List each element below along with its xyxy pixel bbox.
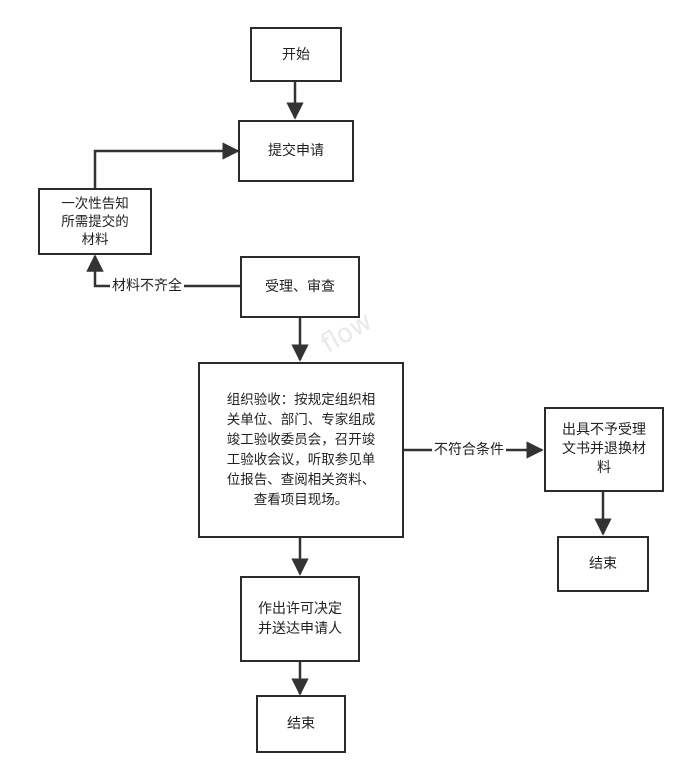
edge-inform-submit — [93, 142, 240, 188]
start-node: 开始 — [250, 27, 342, 82]
edge-accept-inform — [86, 254, 240, 288]
end-side-node: 结束 — [557, 536, 649, 592]
permit-decision-node: 作出许可决定 并送达申请人 — [240, 576, 360, 662]
accept-review-node: 受理、审查 — [240, 256, 360, 318]
end-main-node: 结束 — [256, 695, 346, 753]
edge-label-incomplete: 材料不齐全 — [110, 277, 184, 295]
submit-application-node: 提交申请 — [238, 120, 354, 182]
edge-label-not-qualified: 不符合条件 — [432, 441, 506, 459]
organize-acceptance-node: 组织验收：按规定组织相 关单位、部门、专家组成 竣工验收委员会，召开竣 工验收会… — [198, 362, 404, 538]
reject-document-node: 出具不予受理 文书并退换材 料 — [544, 407, 664, 492]
inform-materials-node: 一次性告知 所需提交的 材料 — [38, 188, 152, 255]
